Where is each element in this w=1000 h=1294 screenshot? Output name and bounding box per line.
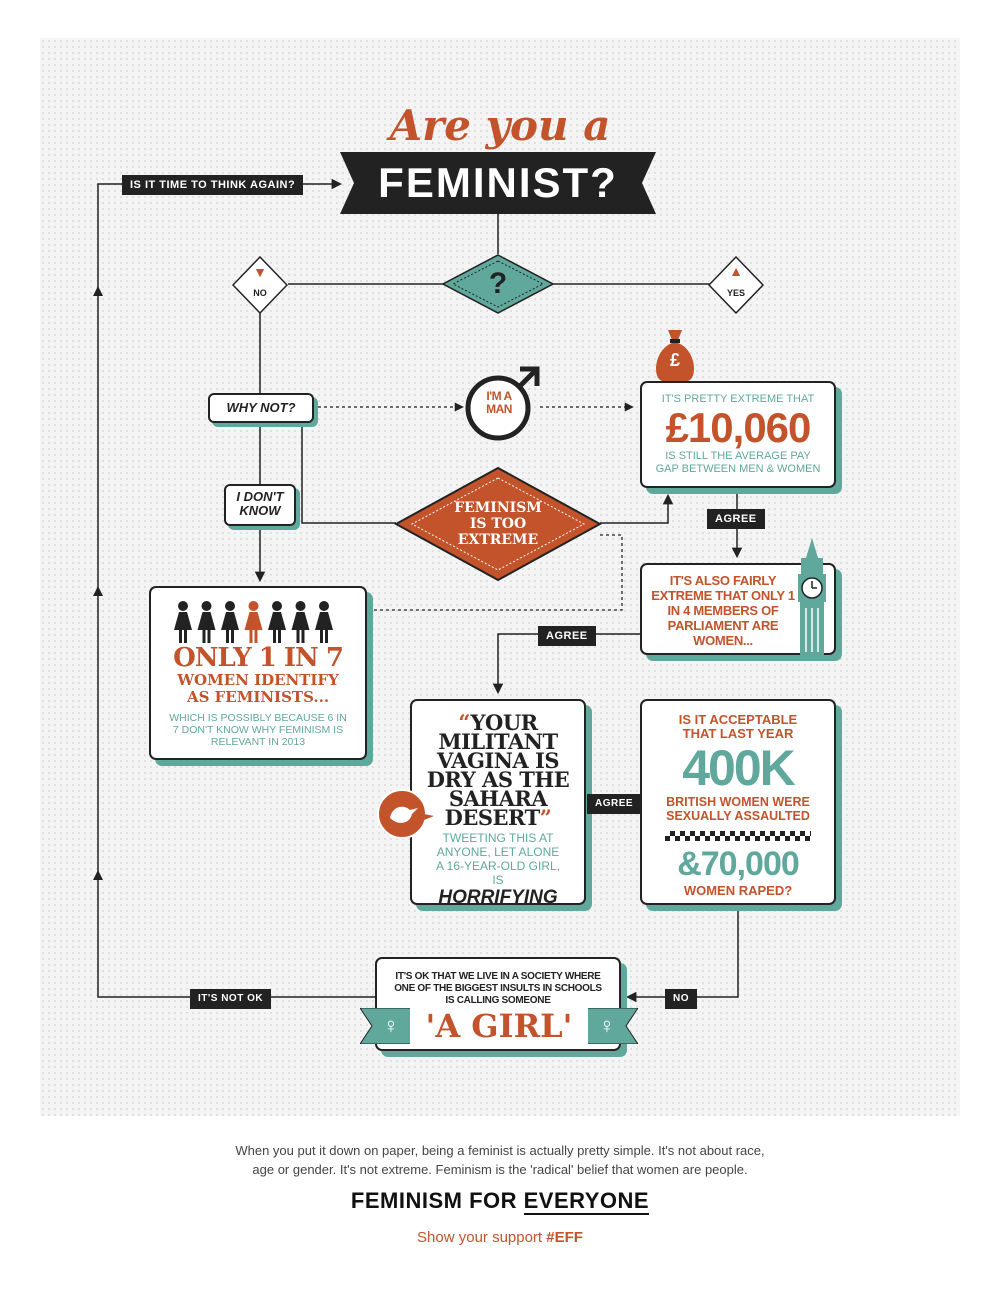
assault-line3: WOMEN RAPED? [683, 883, 793, 898]
woman-figure-icon [174, 601, 192, 643]
footer-body-1: When you put it down on paper, being a f… [235, 1143, 765, 1158]
open-quote-icon: “ [458, 710, 471, 735]
assault-line2: BRITISH WOMEN WERE SEXUALLY ASSAULTED [666, 795, 810, 823]
pay-gap-amount: £10,060 [665, 404, 812, 451]
footer-hashtag[interactable]: #EFF [546, 1229, 583, 1246]
woman-figure-icon [268, 601, 286, 643]
assault-big: 400K [682, 740, 796, 796]
bird-icon [377, 789, 434, 839]
not-ok-tag: IT'S NOT OK [190, 989, 272, 1009]
script-title: Are you a [389, 101, 611, 150]
footer-support[interactable]: Show your support #EFF [300, 1228, 700, 1248]
male-symbol-icon [465, 366, 540, 441]
agree-tag-1: AGREE [707, 509, 765, 529]
title-ribbon [340, 152, 656, 214]
extreme-diamond-text: FEMINISM IS TOO EXTREME [454, 500, 542, 548]
footer-body-2: age or gender. It's not extreme. Feminis… [252, 1162, 748, 1177]
woman-figure-icon-highlighted [244, 601, 263, 643]
question-diamond [442, 254, 554, 314]
assault-line1: IS IT ACCEPTABLE THAT LAST YEAR [678, 712, 798, 741]
pound-sign: £ [669, 350, 680, 370]
footer-support-text: Show your support [417, 1229, 547, 1246]
footer-brand: FEMINISM FOR EVERYONE [200, 1186, 800, 1216]
extreme-diamond [394, 466, 602, 582]
tweet-quote: “YOUR MILITANT VAGINA IS DRY AS THE SAHA… [422, 710, 574, 830]
women-figures-svg [174, 601, 333, 643]
tweet-quote-text: YOUR MILITANT VAGINA IS DRY AS THE SAHAR… [426, 710, 570, 830]
assault-big2: &70,000 [677, 845, 800, 883]
pay-gap-line1: IT'S PRETTY EXTREME THAT [661, 393, 815, 405]
question-mark: ? [488, 267, 508, 300]
thumbs-down-icon: ▼ [253, 264, 267, 280]
woman-figure-icon [291, 601, 310, 643]
money-bag-icon [656, 330, 694, 381]
agree-tag-2: AGREE [538, 626, 596, 646]
tweet-emphasis: HORRIFYING [438, 887, 558, 908]
agree-tag-3: AGREE [587, 794, 642, 814]
footer-brand-part1: FEMINISM FOR [350, 1188, 524, 1213]
close-quote-icon: ” [539, 805, 552, 830]
girl-text: IT'S OK THAT WE LIVE IN A SOCIETY WHERE … [394, 971, 602, 1006]
footer-brand-part2: EVERYONE [523, 1188, 650, 1215]
identify-headline1: ONLY 1 IN 7 [173, 643, 344, 673]
woman-figure-icon [315, 601, 333, 643]
parliament-text: IT'S ALSO FAIRLY EXTREME THAT ONLY 1 IN … [651, 573, 795, 648]
checker-divider [665, 831, 811, 841]
woman-figure-icon [197, 601, 216, 643]
thumbs-up-icon: ▲ [729, 263, 743, 279]
no-tag-bottom: NO [665, 989, 697, 1009]
women-figures [151, 600, 365, 644]
girl-big: 'A GIRL' [410, 1006, 588, 1046]
female-symbol-icon-left: ♀ [382, 1013, 400, 1038]
why-not-box: WHY NOT? [208, 393, 314, 423]
no-label: NO [253, 288, 267, 298]
identify-headline2: WOMEN IDENTIFY AS FEMINISTS... [177, 671, 339, 706]
im-a-man-label: I'M A MAN [486, 389, 512, 416]
pay-gap-line2: IS STILL THE AVERAGE PAY GAP BETWEEN MEN… [655, 450, 821, 475]
woman-figure-icon [221, 601, 239, 643]
think-again-tag: IS IT TIME TO THINK AGAIN? [122, 175, 304, 195]
tweet-card: “YOUR MILITANT VAGINA IS DRY AS THE SAHA… [410, 699, 586, 908]
identify-card: ONLY 1 IN 7 WOMEN IDENTIFY AS FEMINISTS.… [149, 586, 367, 760]
main-title: FEMINIST? [378, 159, 618, 206]
yes-label: YES [726, 288, 745, 298]
tweet-sub: TWEETING THIS AT ANYONE, LET ALONE A 16-… [435, 831, 561, 887]
no-diamond [232, 256, 288, 314]
assault-card: IS IT ACCEPTABLE THAT LAST YEAR 400K BRI… [640, 699, 836, 905]
identify-subtext: WHICH IS POSSIBLY BECAUSE 6 IN 7 DON'T K… [169, 712, 347, 748]
female-symbol-icon-right: ♀ [598, 1013, 616, 1038]
yes-diamond [708, 256, 764, 314]
dont-know-box: I DON'T KNOW [224, 484, 296, 526]
pay-gap-card: IT'S PRETTY EXTREME THAT £10,060 IS STIL… [640, 381, 836, 488]
big-ben-icon [798, 538, 826, 656]
